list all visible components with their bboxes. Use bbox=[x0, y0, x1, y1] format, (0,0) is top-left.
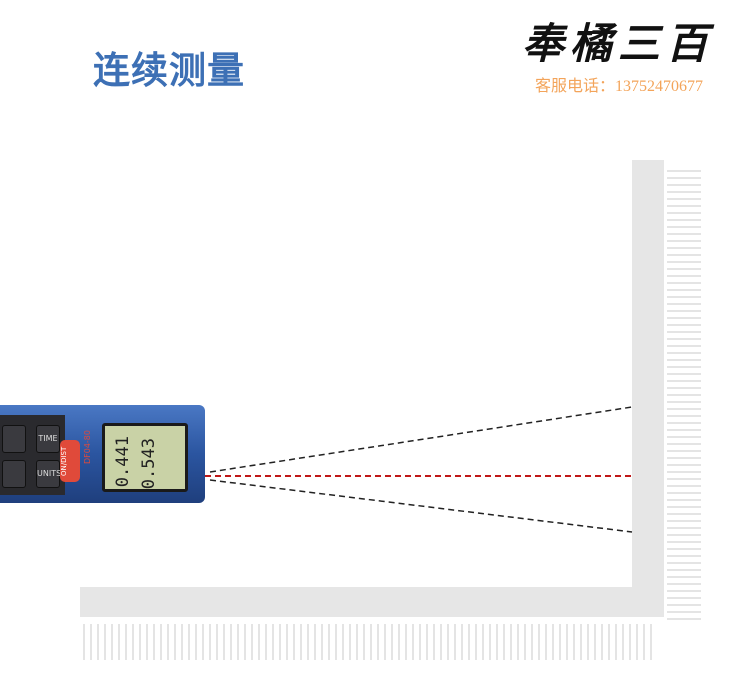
wall bbox=[632, 160, 664, 615]
lcd-display: 0.441 0.543 bbox=[102, 423, 188, 492]
reading-1: 0.543 bbox=[139, 438, 159, 490]
page-title: 连续测量 bbox=[93, 49, 245, 92]
key-measure[interactable] bbox=[2, 425, 26, 453]
power-button[interactable]: ON/DIST bbox=[60, 440, 80, 482]
reading-2: 0.441 bbox=[113, 436, 133, 488]
key-units[interactable]: UNITS bbox=[36, 460, 61, 488]
brand-logo: 奉橘三百 bbox=[522, 19, 715, 68]
key-area[interactable] bbox=[2, 460, 26, 488]
floor-texture bbox=[78, 624, 653, 660]
model-label: DF04-80 bbox=[83, 430, 92, 465]
customer-service-phone: 客服电话：13752470677 bbox=[535, 78, 704, 95]
beam-lower-line bbox=[209, 479, 633, 533]
floor bbox=[80, 587, 664, 617]
keypad: TIME UNITS bbox=[0, 415, 65, 495]
beam-upper-line bbox=[209, 406, 633, 473]
wall-texture bbox=[667, 165, 701, 625]
key-time[interactable]: TIME bbox=[36, 425, 60, 453]
